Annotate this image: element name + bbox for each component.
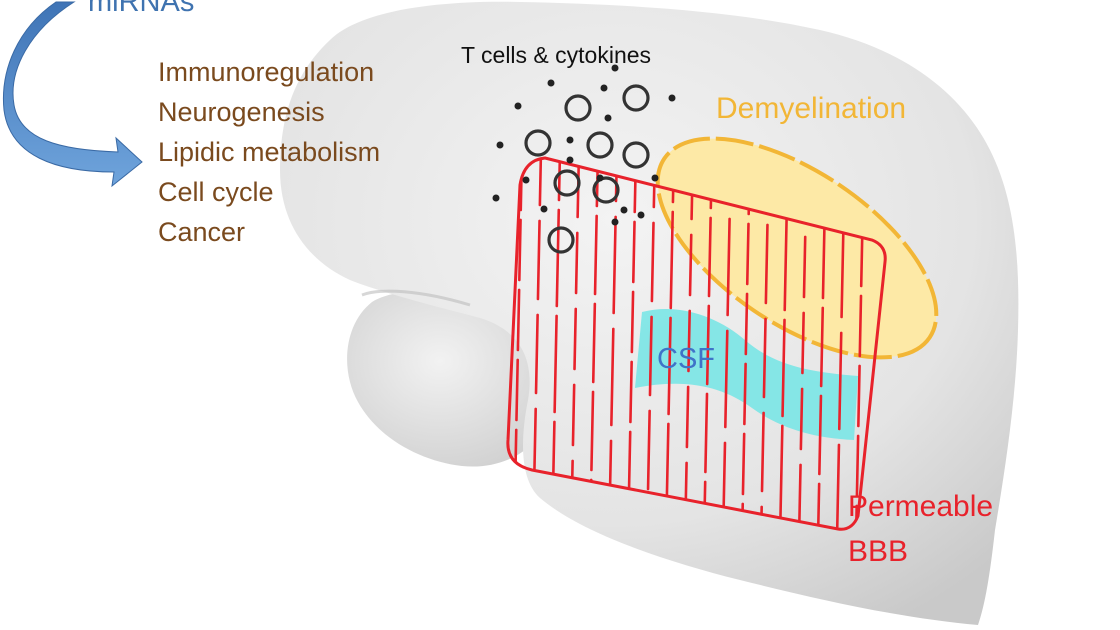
- t-cell: [547, 226, 575, 254]
- bbb-outline: [506, 156, 887, 531]
- cytokine: [637, 211, 645, 219]
- curved-arrow-icon: [2, 1, 143, 188]
- t-cell: [564, 94, 592, 122]
- bbb-hatch-line: [645, 158, 657, 530]
- csf-label: CSF: [657, 343, 715, 375]
- cytokine-dots: [492, 64, 676, 226]
- bbb-hatch-line: [588, 158, 600, 530]
- cytokine: [611, 218, 619, 226]
- role-neurogenesis: Neurogenesis: [158, 97, 325, 127]
- t-cell: [586, 131, 614, 159]
- cytokine: [651, 174, 659, 182]
- role-cell-cycle: Cell cycle: [158, 177, 274, 207]
- bbb-hatch-line: [607, 158, 619, 530]
- cytokine: [604, 114, 612, 122]
- bbb-hatch-line: [683, 158, 695, 530]
- bbb-hatch-line: [721, 158, 733, 530]
- cytokine: [620, 206, 628, 214]
- role-immunoregulation: Immunoregulation: [158, 57, 375, 87]
- role-cancer: Cancer: [158, 217, 246, 247]
- mirnas-title: miRNAs: [88, 0, 195, 18]
- role-lipidic-metabolism: Lipidic metabolism: [158, 137, 381, 167]
- cytokine: [611, 64, 619, 72]
- tcell-cluster: [524, 84, 650, 254]
- cytokine: [566, 136, 574, 144]
- t-cell: [592, 176, 620, 204]
- bbb-hatch-line: [664, 158, 676, 530]
- bbb-label-line2: BBB: [848, 535, 909, 568]
- bbb-hatch-line: [816, 158, 828, 530]
- bbb-label: Permeable BBB: [848, 484, 993, 574]
- mirna-roles-list: Immunoregulation Neurogenesis Lipidic me…: [158, 52, 380, 252]
- bbb-hatch-line: [740, 158, 752, 530]
- t-cell: [553, 169, 581, 197]
- cytokine: [514, 102, 522, 110]
- cytokine: [600, 84, 608, 92]
- bbb-hatch-line: [702, 158, 714, 530]
- t-cell: [622, 141, 650, 169]
- demyelination-plaque: [655, 136, 939, 360]
- cytokine: [566, 156, 574, 164]
- demyelination-label: Demyelination: [716, 92, 907, 125]
- cytokine: [540, 205, 548, 213]
- bbb-hatch-line: [569, 158, 581, 530]
- cytokine: [668, 94, 676, 102]
- cytokine: [496, 141, 504, 149]
- cytokine: [596, 174, 604, 182]
- bbb-hatch-line: [835, 158, 847, 530]
- brain-temporal-lobe: [347, 291, 554, 467]
- t-cell: [524, 129, 552, 157]
- brain-fold-shadow: [361, 289, 471, 307]
- tcells-label: T cells & cytokines: [461, 42, 652, 68]
- t-cell: [622, 84, 650, 112]
- cytokine: [547, 79, 555, 87]
- cytokine: [522, 176, 530, 184]
- bbb-hatch-line: [626, 158, 638, 530]
- cytokine: [492, 194, 500, 202]
- bbb-label-line1: Permeable: [848, 490, 994, 523]
- bbb-hatch-line: [759, 158, 771, 530]
